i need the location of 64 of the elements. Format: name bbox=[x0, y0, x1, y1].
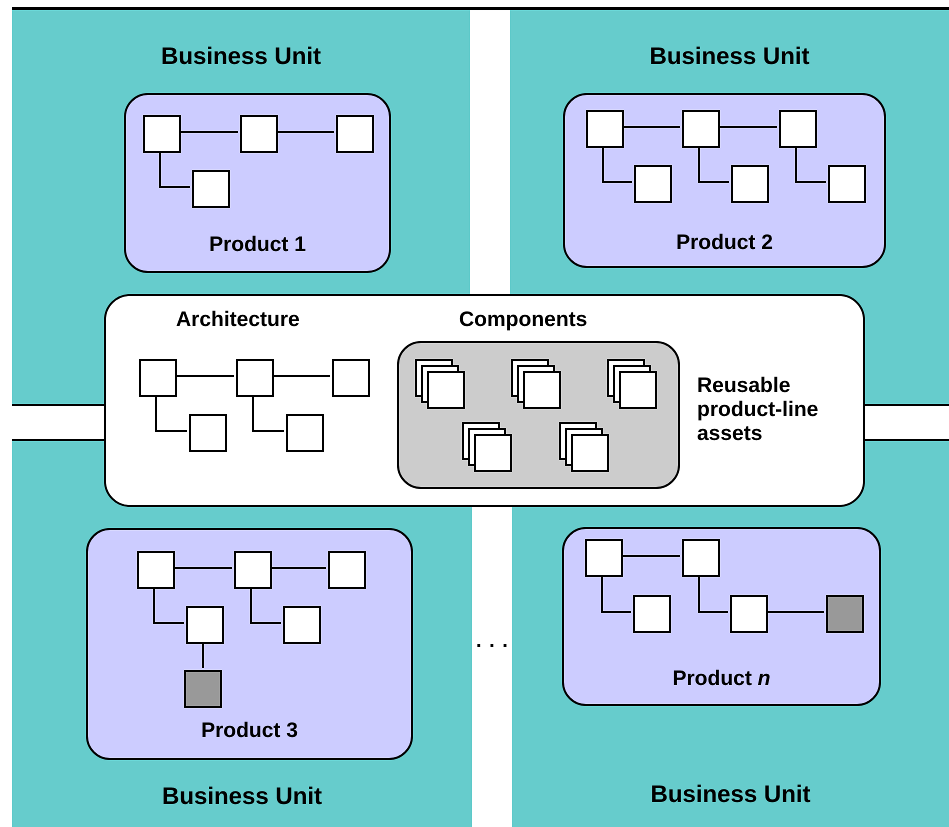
connector-line bbox=[272, 375, 330, 377]
assets-box bbox=[104, 294, 865, 507]
connector-line bbox=[698, 575, 728, 613]
module-square bbox=[286, 414, 324, 452]
connector-line bbox=[621, 555, 680, 557]
connector-line bbox=[159, 151, 190, 188]
connector-line bbox=[179, 131, 238, 133]
connector-line bbox=[173, 567, 232, 569]
unit-title: Business Unit bbox=[650, 781, 811, 808]
module-square bbox=[192, 170, 230, 208]
assets-label: Reusable product-line assets bbox=[697, 374, 820, 446]
connector-line bbox=[155, 395, 187, 432]
section-heading: Components bbox=[459, 308, 588, 331]
connector-line bbox=[698, 146, 729, 183]
module-square bbox=[585, 539, 623, 577]
module-square bbox=[240, 115, 278, 153]
module-square bbox=[634, 165, 672, 203]
module-square bbox=[139, 359, 177, 397]
connector-line bbox=[175, 375, 234, 377]
module-square bbox=[682, 539, 720, 577]
connector-line bbox=[601, 575, 631, 613]
connector-line bbox=[276, 131, 334, 133]
module-square bbox=[779, 110, 817, 148]
connector-line bbox=[252, 395, 284, 432]
product-label: Product 1 bbox=[209, 233, 306, 256]
module-square bbox=[184, 670, 222, 708]
module-square bbox=[328, 551, 366, 589]
product-box bbox=[563, 93, 886, 268]
product-label: Product 2 bbox=[676, 231, 773, 254]
module-square bbox=[137, 551, 175, 589]
connector-line bbox=[622, 126, 680, 128]
module-square bbox=[332, 359, 370, 397]
module-square bbox=[826, 595, 864, 633]
product-box bbox=[562, 527, 881, 706]
product-box bbox=[86, 528, 413, 760]
module-square bbox=[283, 606, 321, 644]
module-square bbox=[143, 115, 181, 153]
module-square bbox=[682, 110, 720, 148]
unit-title: Business Unit bbox=[162, 783, 322, 810]
module-square bbox=[234, 551, 272, 589]
product-box bbox=[124, 93, 391, 273]
connector-line bbox=[202, 642, 204, 668]
module-square bbox=[828, 165, 866, 203]
module-square bbox=[731, 165, 769, 203]
unit-title: Business Unit bbox=[160, 43, 322, 70]
module-square bbox=[236, 359, 274, 397]
connector-line bbox=[795, 146, 826, 183]
module-square bbox=[633, 595, 671, 633]
module-square bbox=[186, 606, 224, 644]
product-label: Product 3 bbox=[201, 719, 298, 742]
module-square bbox=[586, 110, 624, 148]
connector-line bbox=[250, 587, 281, 624]
connector-line bbox=[718, 126, 777, 128]
connector-line bbox=[766, 611, 824, 613]
unit-title: Business Unit bbox=[649, 43, 810, 70]
module-square bbox=[730, 595, 768, 633]
ellipsis-label: . . . bbox=[476, 630, 509, 653]
product-label: Product n bbox=[672, 667, 770, 690]
connector-line bbox=[270, 567, 326, 569]
connector-line bbox=[602, 146, 632, 183]
module-square bbox=[336, 115, 374, 153]
connector-line bbox=[153, 587, 184, 624]
module-square bbox=[189, 414, 227, 452]
section-heading: Architecture bbox=[176, 308, 300, 331]
